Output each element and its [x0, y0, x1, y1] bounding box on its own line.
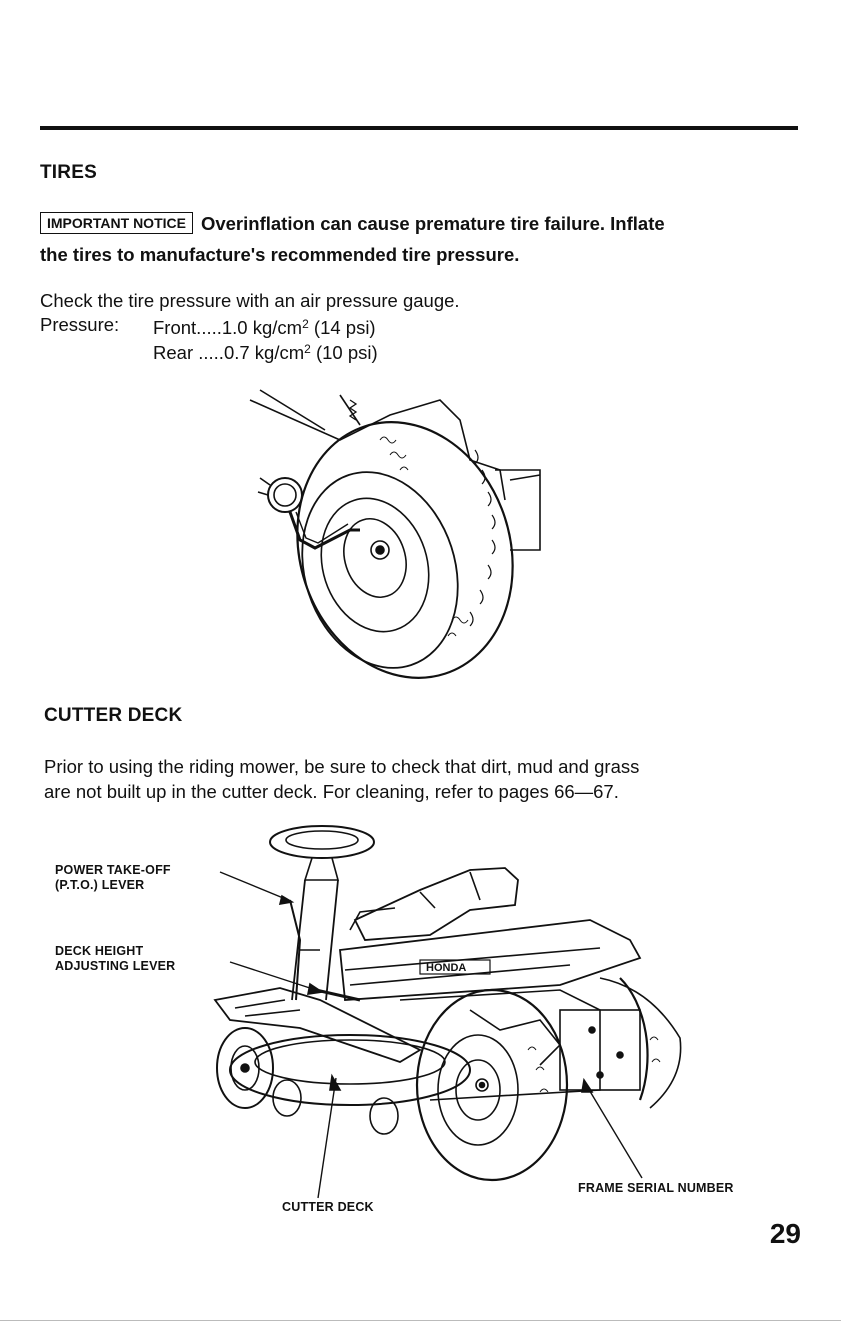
cutter-deck-label: CUTTER DECK [282, 1200, 374, 1214]
tires-heading: TIRES [40, 162, 97, 183]
check-pressure-text: Check the tire pressure with an air pres… [40, 290, 460, 311]
cutter-deck-text-line-1: Prior to using the riding mower, be sure… [44, 756, 640, 777]
riding-mower-illustration: HONDA [213, 825, 682, 1199]
top-rule [40, 126, 798, 130]
tire-gauge-illustration [249, 389, 541, 679]
frame-serial-number-label: FRAME SERIAL NUMBER [578, 1181, 734, 1195]
cutter-deck-heading: CUTTER DECK [44, 705, 183, 726]
rear-pressure: Rear .....0.7 kg/cm2 (10 psi) [153, 342, 378, 363]
honda-logo-text: HONDA [426, 962, 466, 974]
deck-height-lever-label: DECK HEIGHT ADJUSTING LEVER [55, 944, 176, 973]
cutter-deck-text-line-2: are not built up in the cutter deck. For… [44, 781, 619, 802]
important-notice-badge: IMPORTANT NOTICE [40, 212, 193, 234]
important-notice-paragraph: IMPORTANT NOTICE Overinflation can cause … [40, 212, 810, 235]
notice-text-line-1: Overinflation can cause premature tire f… [200, 213, 665, 234]
pressure-label: Pressure: [40, 314, 120, 335]
notice-text-line-2: the tires to manufacture's recommended t… [40, 244, 520, 265]
bottom-edge-line [0, 1320, 841, 1321]
front-pressure: Front.....1.0 kg/cm2 (14 psi) [153, 317, 376, 338]
page-number: 29 [769, 1218, 801, 1249]
pto-lever-label: POWER TAKE-OFF (P.T.O.) LEVER [55, 863, 171, 892]
